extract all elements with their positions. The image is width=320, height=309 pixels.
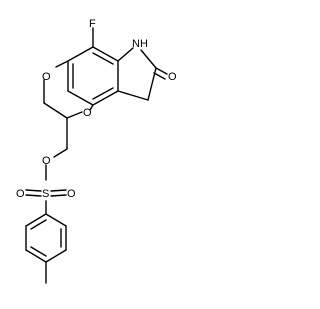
ester-oxygen-label: O [42,155,51,167]
benzene-ring [67,46,119,106]
dioxane-ring [43,60,94,119]
molecule-structure: F N H O O O O S O O [16,18,177,284]
ring-oxygen-right-label: O [83,107,92,119]
lactam-ring [117,47,168,101]
sulfonyl-oxygen-right-label: O [67,188,76,200]
hydrogen-label: H [140,38,148,50]
lactam-oxygen-label: O [168,71,177,83]
ch2-o-bond [53,148,68,158]
sulfur-label: S [42,188,49,200]
sulfonyl-bonds [25,189,67,197]
tolyl-ring [25,213,67,263]
sulfonyl-oxygen-left-label: O [16,188,25,200]
fluorine-label: F [89,18,96,30]
nitrogen-label: N [132,38,140,50]
ring-oxygen-left-label: O [42,71,51,83]
